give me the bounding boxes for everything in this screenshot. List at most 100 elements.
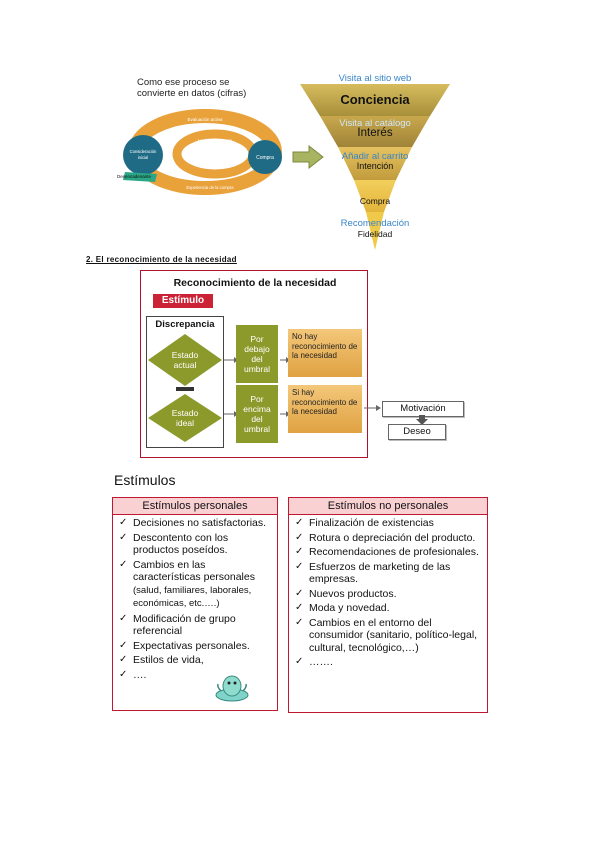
funnel-stage1-blue: Visita al sitio web [338, 73, 412, 84]
funnel-stage5-blue: Recomendación [340, 218, 410, 229]
list-item: ✓ Moda y novedad. [295, 602, 483, 615]
above-threshold-line1: Por [250, 394, 264, 404]
list-item: ✓ Rotura o depreciación del producto. [295, 532, 483, 545]
list-item-text: Moda y novedad. [309, 602, 390, 614]
initial-consideration-node [123, 135, 163, 175]
cycle-label-inner: Lealtad a la marca [198, 138, 233, 143]
personal-stimuli-header: Estímulos personales [113, 498, 277, 515]
funnel-stage3-black: Intención [356, 161, 394, 171]
ideal-state-diamond [148, 394, 222, 442]
list-item: ✓Nuevos productos. [295, 588, 483, 601]
list-item: ✓ Descontento con los productos poseídos. [119, 532, 273, 557]
list-item: ✓ Esfuerzos de marketing de las empresas. [295, 561, 483, 586]
list-item: ✓……. [295, 656, 483, 669]
conversion-funnel [300, 84, 450, 250]
below-threshold-box: Por debajo del umbral [236, 325, 278, 383]
actual-state-label-2: actual [174, 360, 197, 370]
stimuli-title: Estímulos [114, 472, 176, 488]
list-item: ✓ Modificación de grupo referencial [119, 613, 273, 638]
cycle-label-right: Compra [256, 155, 274, 161]
funnel-stage4-black: Compra [359, 196, 391, 206]
recognition-title: Reconocimiento de la necesidad [173, 277, 337, 289]
list-item-text: Estilos de vida, [133, 654, 204, 666]
check-icon: ✓ [295, 616, 304, 628]
stimulus-label: Estímulo [153, 294, 213, 308]
actual-state-label-1: Estado [172, 350, 199, 360]
no-recognition-box: No hay reconocimiento de la necesidad [288, 329, 362, 377]
below-threshold-line4: umbral [244, 364, 270, 374]
cycle-caption: Como ese proceso se convierte en datos (… [137, 77, 246, 99]
list-item: ✓Decisiones no satisfactorias. [119, 517, 273, 530]
list-item: ✓ Cambios en las características personal… [119, 559, 273, 611]
check-icon: ✓ [295, 517, 304, 528]
list-item: ✓Recomendaciones de profesionales. [295, 546, 483, 559]
funnel-stage-interest [320, 116, 430, 147]
list-item-text: Esfuerzos de marketing de las empresas. [309, 560, 451, 586]
check-icon: ✓ [119, 639, 128, 651]
cycle-label-left-1: Consideración [130, 149, 157, 154]
list-item-text: Decisiones no satisfactorias. [133, 517, 267, 529]
list-item-text: Expectativas personales. [133, 639, 250, 652]
list-item: ✓ Finalización de existencias [295, 517, 483, 530]
check-icon: ✓ [295, 587, 304, 599]
desire-box: Deseo [388, 424, 446, 440]
personal-stimuli-list: ✓Decisiones no satisfactorias. ✓Desconte… [113, 515, 277, 681]
nonpersonal-stimuli-column: Estímulos no personales ✓ Finalización de… [288, 497, 488, 713]
check-icon: ✓ [295, 656, 304, 667]
list-item-text: Descontento con los productos poseídos. [133, 531, 229, 557]
funnel-stage3-blue: Añadir al carrito [341, 151, 409, 162]
ideal-state-label-1: Estado [172, 408, 199, 418]
funnel-stage-awareness [300, 84, 450, 116]
cycle-label-trigger: Desencadenante [117, 174, 152, 179]
check-icon: ✓ [119, 668, 128, 680]
funnel-stage2-blue: Visita al catálogo [339, 118, 411, 129]
recognition-box [140, 270, 368, 458]
discrepancy-title: Discrepancia [155, 319, 215, 330]
section-heading: 2. El reconocimiento de la necesidad [86, 255, 237, 264]
check-icon: ✓ [119, 654, 128, 665]
check-icon: ✓ [295, 546, 304, 557]
right-arrow-icon [292, 145, 324, 169]
funnel-stage-intention [338, 147, 412, 180]
list-item-text: Finalización de existencias [309, 517, 434, 529]
state-diamonds: Estado actual Estado ideal [148, 334, 222, 442]
check-icon: ✓ [119, 612, 128, 624]
actual-state-diamond [148, 334, 222, 386]
below-threshold-line3: del [251, 354, 263, 364]
check-icon: ✓ [119, 558, 128, 570]
check-icon: ✓ [119, 531, 128, 543]
personal-stimuli-column: Estímulos personales ✓Decisiones no sati… [112, 497, 278, 711]
list-item-text: Modificación de grupo referencial [133, 612, 236, 638]
funnel-stage-loyalty [366, 212, 384, 250]
list-item-text: Cambios en el entorno del consumidor (sa… [309, 616, 478, 654]
funnel-stage1-black: Conciencia [340, 92, 410, 107]
cycle-label-bottom: Experiencia de la compra [186, 185, 234, 190]
cycle-label-top: Evaluación activa [187, 117, 223, 122]
list-item: ✓ …. [119, 669, 273, 682]
down-arrow-icon [416, 415, 428, 425]
trigger-node [123, 172, 157, 182]
purchase-node [248, 140, 282, 174]
list-item-text: (salud, familiares, laborales, económica… [133, 584, 252, 610]
funnel-stage2-black: Interés [357, 127, 393, 139]
list-item-text: Rotura o depreciación del producto. [309, 531, 476, 544]
nonpersonal-stimuli-list: ✓ Finalización de existencias ✓ Rotura o d… [289, 515, 487, 669]
separator-dash [176, 387, 194, 391]
funnel-stage5-black: Fidelidad [357, 229, 393, 239]
purchase-cycle-diagram: Evaluación activa Lealtad a la marca Con… [117, 109, 282, 195]
cartoon-character-icon [215, 675, 249, 702]
funnel-stage-purchase [354, 180, 396, 212]
list-item: ✓ Estilos de vida, [119, 654, 273, 667]
list-item-text: Cambios en las características personale… [133, 558, 255, 584]
below-threshold-line2: debajo [244, 344, 270, 354]
yes-recognition-box: Si hay reconocimiento de la necesidad [288, 385, 362, 433]
check-icon: ✓ [295, 560, 304, 572]
cycle-label-left-2: inicial [138, 155, 149, 160]
above-threshold-line2: encima [243, 404, 271, 414]
check-icon: ✓ [295, 602, 304, 613]
list-item: ✓ Expectativas personales. [119, 640, 273, 653]
check-icon: ✓ [295, 531, 304, 543]
below-threshold-line1: Por [250, 334, 264, 344]
list-item-text: …. [133, 668, 147, 681]
nonpersonal-stimuli-header: Estímulos no personales [289, 498, 487, 515]
